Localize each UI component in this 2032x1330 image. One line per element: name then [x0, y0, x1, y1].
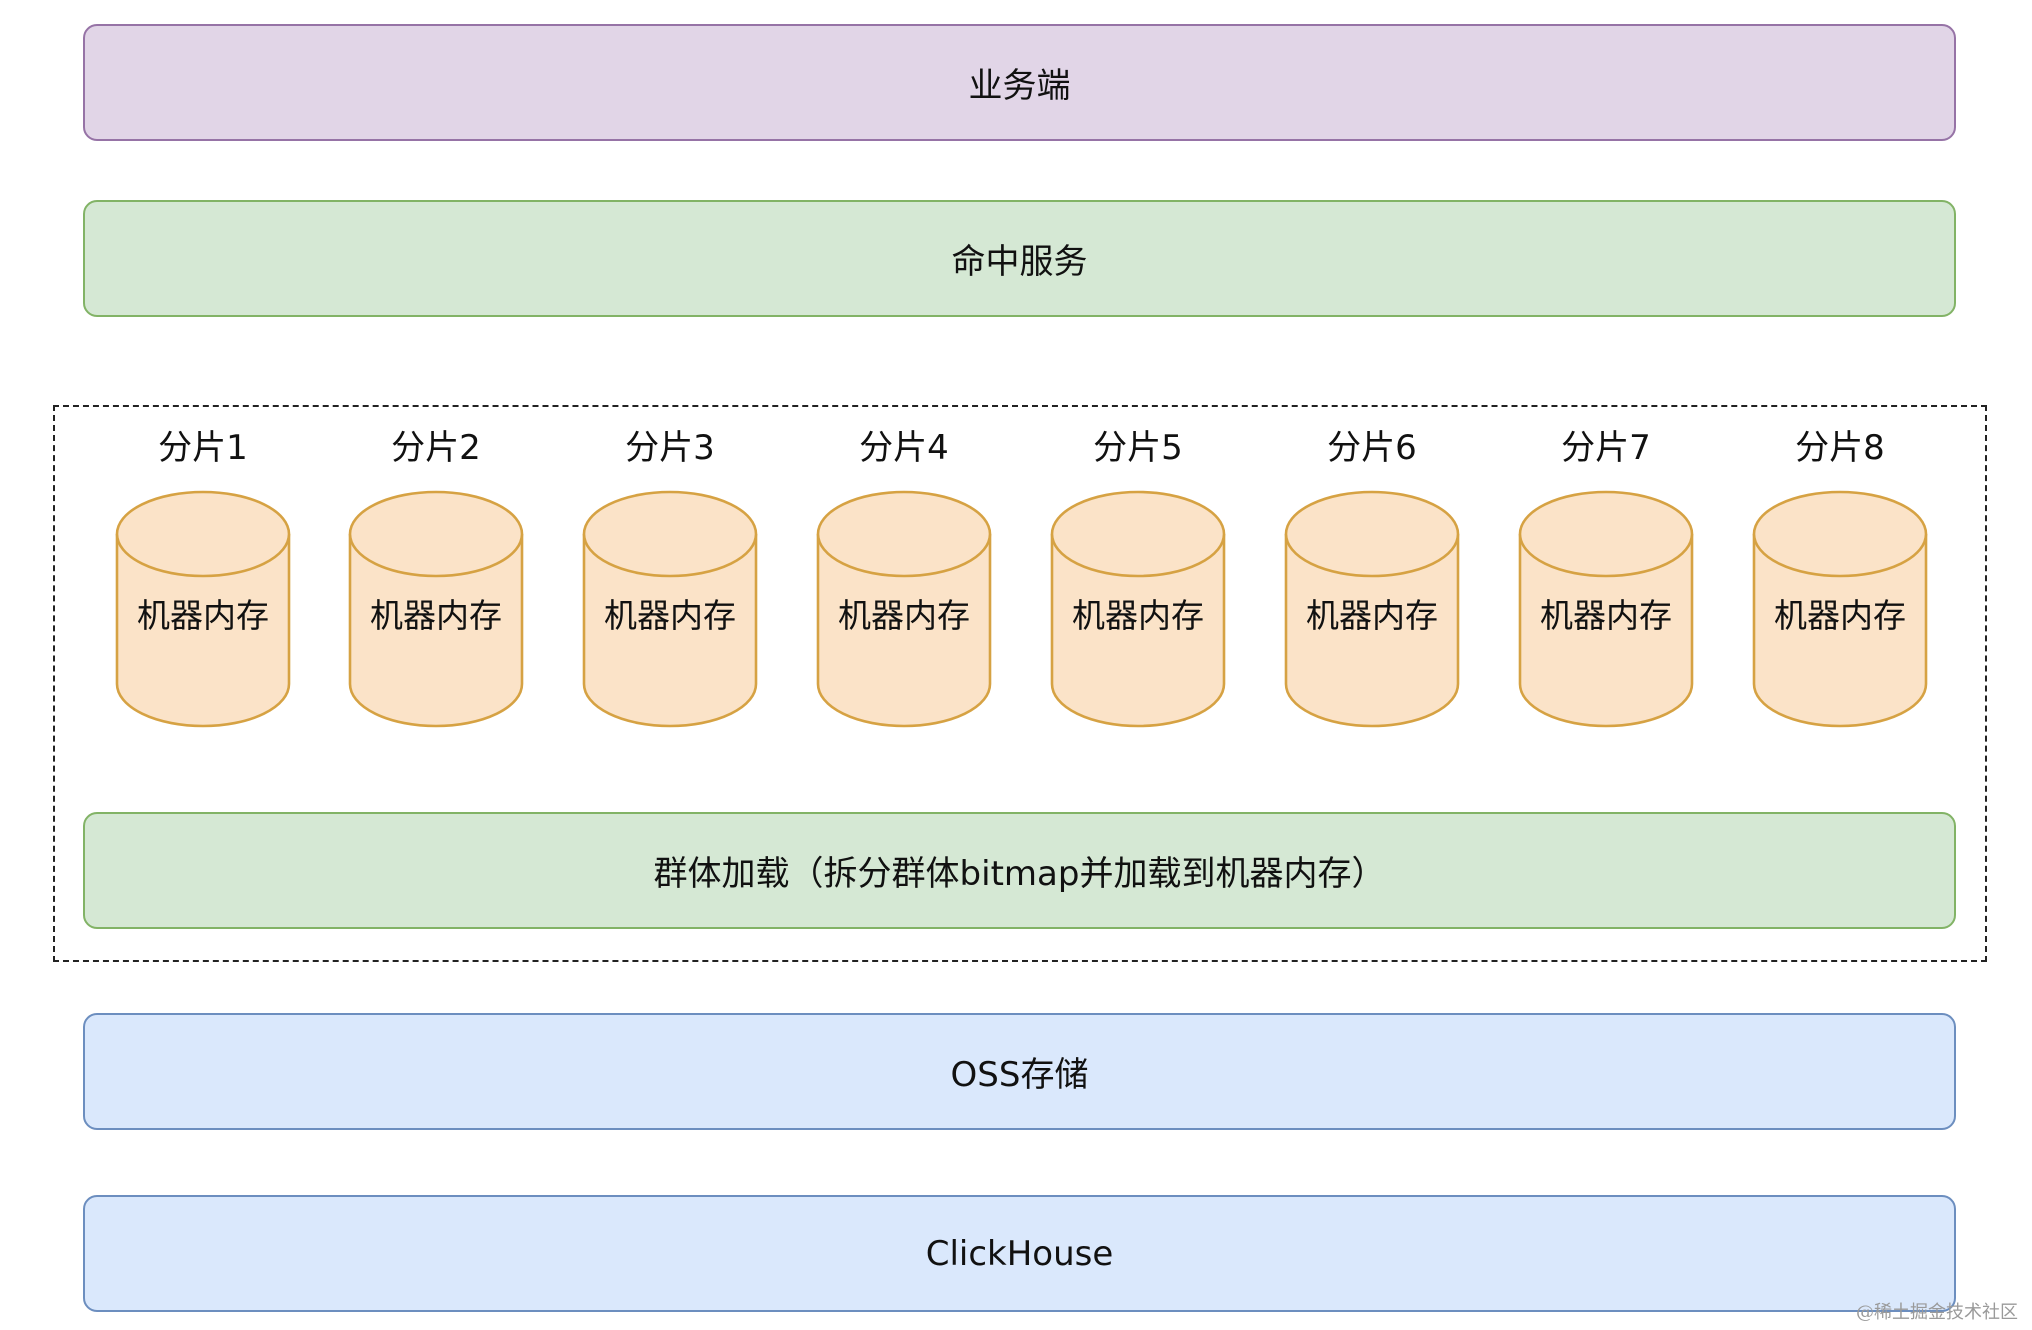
shard-label: 分片3: [625, 428, 715, 468]
shard-label: 分片1: [158, 428, 248, 468]
machine-memory-label: 机器内存: [370, 596, 502, 635]
cylinder-icon: [582, 490, 758, 728]
clickhouse-layer[interactable]: ClickHouse: [83, 1195, 1956, 1312]
machine-memory-label: 机器内存: [1540, 596, 1672, 635]
clickhouse-layer-label: ClickHouse: [925, 1233, 1114, 1274]
machine-memory-cylinder[interactable]: 机器内存: [348, 490, 524, 728]
cylinder-icon: [1752, 490, 1928, 728]
shard-1[interactable]: 分片1 机器内存: [113, 422, 293, 730]
cylinder-icon: [1518, 490, 1694, 728]
business-layer[interactable]: 业务端: [83, 24, 1956, 141]
source-watermark: @稀土掘金技术社区: [1856, 1302, 2018, 1323]
shard-label: 分片8: [1795, 428, 1885, 468]
shard-2[interactable]: 分片2 机器内存: [346, 422, 526, 730]
cylinder-icon: [115, 490, 291, 728]
machine-memory-cylinder[interactable]: 机器内存: [1518, 490, 1694, 728]
shard-label: 分片7: [1561, 428, 1651, 468]
oss-storage-layer[interactable]: OSS存储: [83, 1013, 1956, 1130]
machine-memory-label: 机器内存: [604, 596, 736, 635]
group-loading-layer-label: 群体加载（拆分群体bitmap并加载到机器内存）: [653, 854, 1386, 894]
machine-memory-cylinder[interactable]: 机器内存: [1752, 490, 1928, 728]
oss-storage-layer-label: OSS存储: [950, 1055, 1089, 1095]
shard-label: 分片5: [1093, 428, 1183, 468]
machine-memory-cylinder[interactable]: 机器内存: [1284, 490, 1460, 728]
cylinder-icon: [816, 490, 992, 728]
machine-memory-label: 机器内存: [1774, 596, 1906, 635]
shard-label: 分片6: [1327, 428, 1417, 468]
machine-memory-label: 机器内存: [838, 596, 970, 635]
machine-memory-cylinder[interactable]: 机器内存: [816, 490, 992, 728]
shard-5[interactable]: 分片5 机器内存: [1048, 422, 1228, 730]
shard-7[interactable]: 分片7 机器内存: [1516, 422, 1696, 730]
machine-memory-label: 机器内存: [1306, 596, 1438, 635]
cylinder-icon: [348, 490, 524, 728]
hit-service-layer-label: 命中服务: [951, 242, 1088, 282]
cylinder-icon: [1284, 490, 1460, 728]
shard-6[interactable]: 分片6 机器内存: [1282, 422, 1462, 730]
group-loading-layer[interactable]: 群体加载（拆分群体bitmap并加载到机器内存）: [83, 812, 1956, 929]
shard-cluster-group: [53, 405, 1987, 962]
business-layer-label: 业务端: [968, 66, 1071, 106]
shard-8[interactable]: 分片8 机器内存: [1750, 422, 1930, 730]
machine-memory-label: 机器内存: [1072, 596, 1204, 635]
machine-memory-cylinder[interactable]: 机器内存: [115, 490, 291, 728]
shard-4[interactable]: 分片4 机器内存: [814, 422, 994, 730]
machine-memory-label: 机器内存: [137, 596, 269, 635]
hit-service-layer[interactable]: 命中服务: [83, 200, 1956, 317]
shard-label: 分片4: [859, 428, 949, 468]
shard-label: 分片2: [391, 428, 481, 468]
machine-memory-cylinder[interactable]: 机器内存: [1050, 490, 1226, 728]
machine-memory-cylinder[interactable]: 机器内存: [582, 490, 758, 728]
cylinder-icon: [1050, 490, 1226, 728]
shard-3[interactable]: 分片3 机器内存: [580, 422, 760, 730]
